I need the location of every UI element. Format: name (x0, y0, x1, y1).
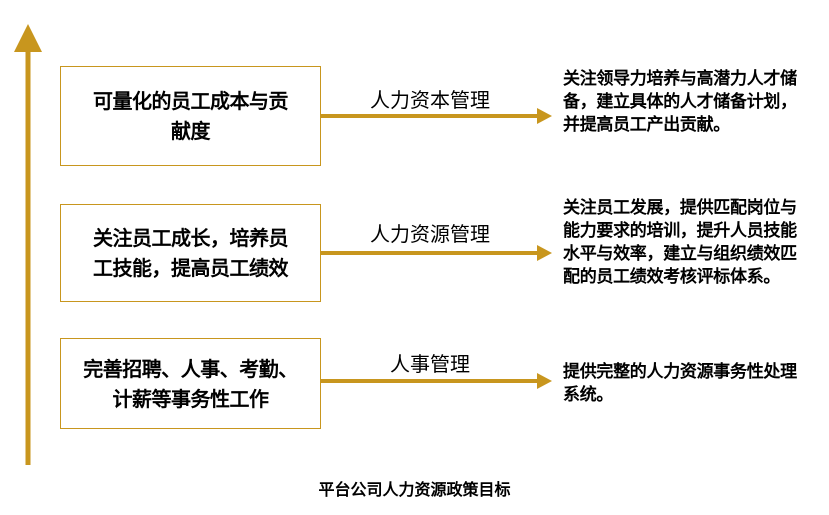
level-2-box-line-1: 关注员工成长，培养员 (93, 226, 289, 250)
level-1-label: 人力资本管理 (370, 88, 490, 112)
right-arrow-icon (537, 373, 552, 389)
level-1-description: 关注领导力培养与高潜力人才储备，建立具体的人才储备计划，并提高员工产出贡献。 (563, 69, 797, 135)
level-1-box-line-2: 献度 (171, 119, 211, 143)
level-3-description: 提供完整的人力资源事务性处理系统。 (563, 362, 797, 405)
level-2-box-line-2: 工技能，提高员工绩效 (93, 256, 289, 280)
level-3-box-line-1: 完善招聘、人事、考勤、 (83, 356, 298, 381)
diagram-caption: 平台公司人力资源政策目标 (318, 480, 511, 499)
right-arrow-icon (537, 245, 552, 261)
level-1-box-line-1: 可量化的员工成本与贡 (93, 89, 289, 113)
level-3-box: 完善招聘、人事、考勤、 计薪等事务性工作 (60, 338, 321, 429)
level-3-box-line-2: 计薪等事务性工作 (112, 386, 269, 411)
level-2-box: 关注员工成长，培养员 工技能，提高员工绩效 (60, 204, 321, 302)
level-2-description: 关注员工发展，提供匹配岗位与能力要求的培训，提升人员技能水平与效率，建立与组织绩… (563, 198, 797, 287)
level-1-box: 可量化的员工成本与贡 献度 (60, 66, 321, 166)
up-arrow-icon (14, 24, 42, 52)
right-arrow-icon (537, 108, 552, 124)
level-2-label: 人力资源管理 (370, 222, 490, 246)
level-3-label: 人事管理 (390, 352, 470, 376)
